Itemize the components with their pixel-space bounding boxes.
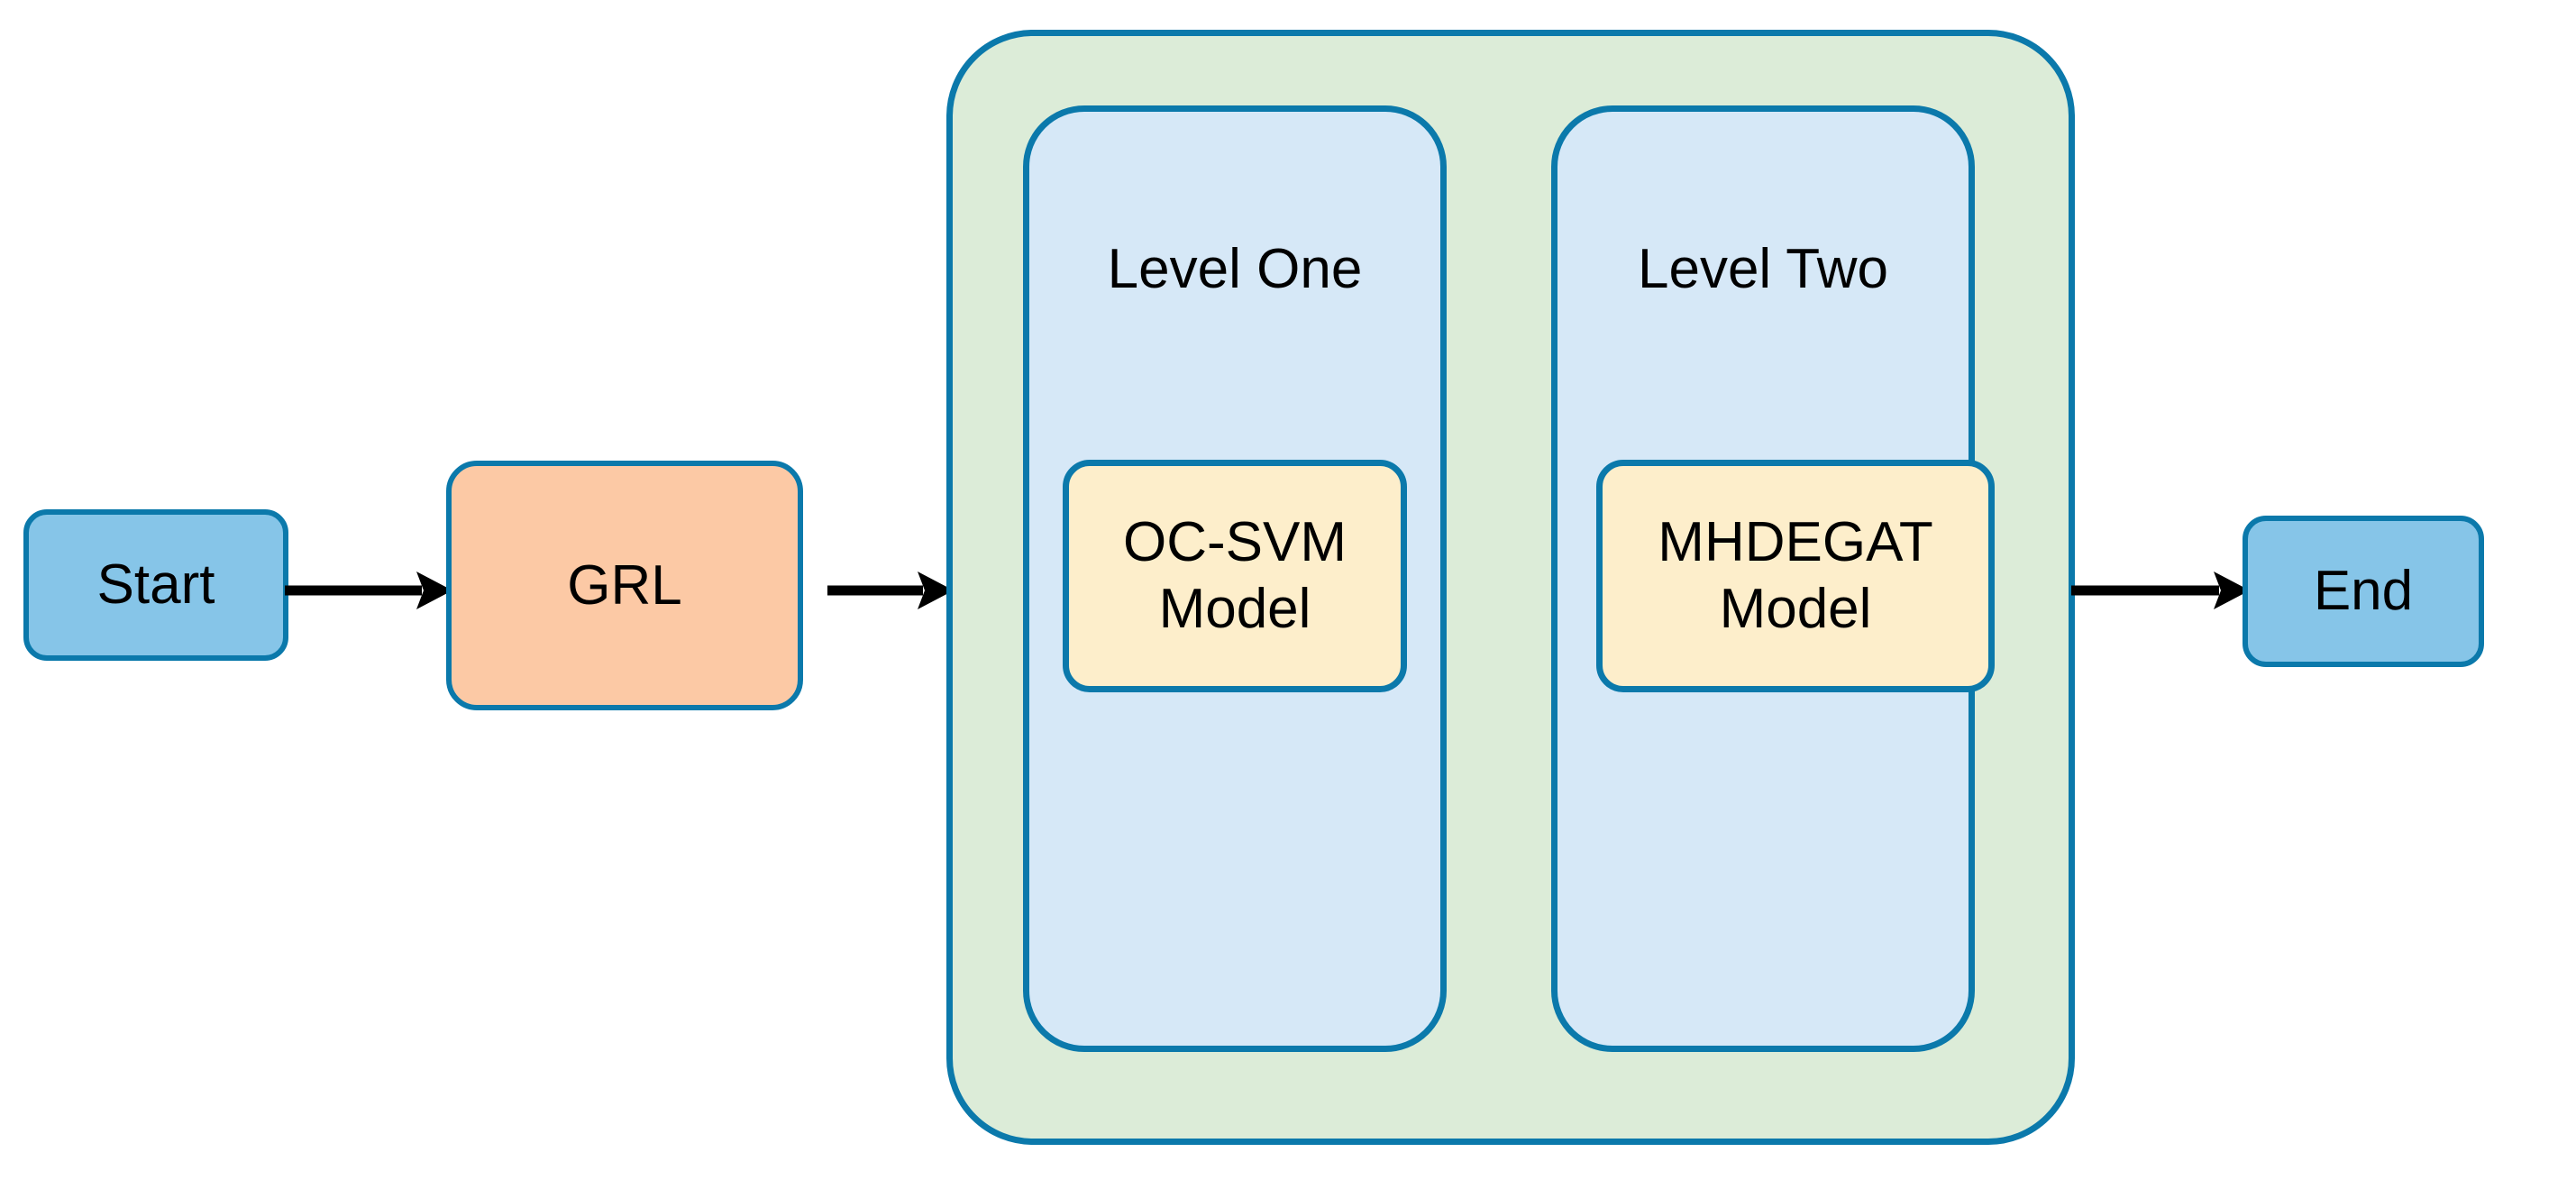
node-start[interactable]: Start [23, 509, 288, 661]
node-end[interactable]: End [2243, 516, 2484, 667]
node-start-label: Start [96, 553, 215, 617]
arrow-group-to-end [2071, 572, 2250, 609]
arrow-start-to-grl [285, 572, 452, 609]
node-grl-label: GRL [567, 553, 682, 617]
model-box-mhdegat[interactable]: MHDEGAT Model [1596, 460, 1995, 692]
node-end-label: End [2313, 560, 2414, 623]
lane-level-one-title: Level One [1107, 238, 1363, 300]
arrow-grl-to-group [827, 572, 954, 609]
model-box-mhdegat-label: MHDEGAT Model [1658, 510, 1933, 640]
model-box-oc-svm[interactable]: OC-SVM Model [1063, 460, 1407, 692]
node-grl[interactable]: GRL [446, 461, 803, 710]
lane-level-two-title: Level Two [1637, 238, 1889, 300]
group-framework: Level One Level Two OC-SVM Model MHDEGAT… [946, 30, 2075, 1145]
model-box-oc-svm-label: OC-SVM Model [1123, 510, 1347, 640]
